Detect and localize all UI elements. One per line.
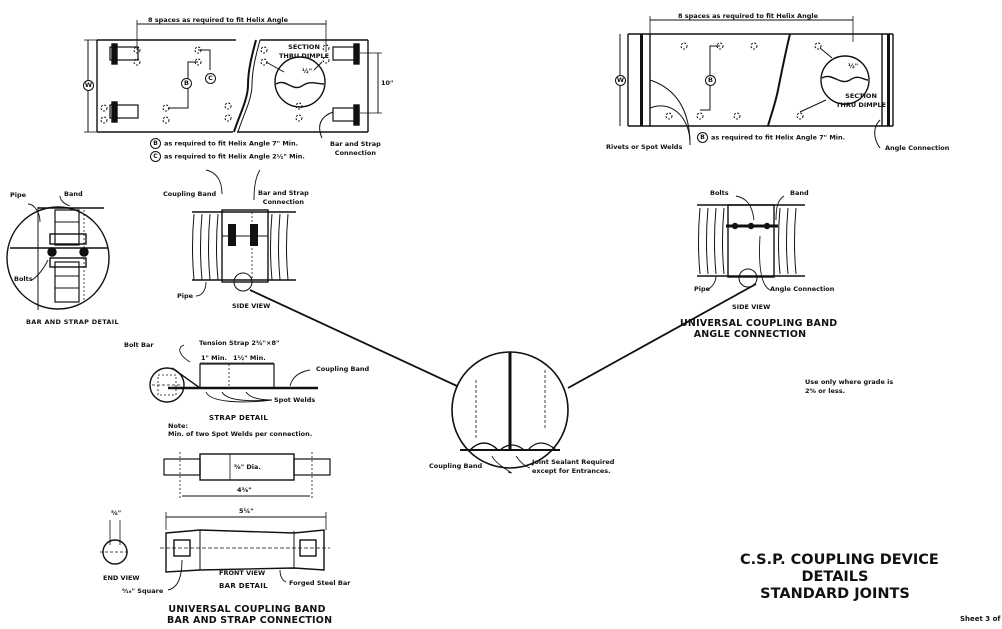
angle-connection-title: UNIVERSAL COUPLING BAND ANGLE CONNECTION: [680, 318, 838, 340]
strap-detail-drawing: [149, 344, 318, 403]
square-label: ⁹⁄₁₆" Square: [122, 587, 164, 595]
b-symbol-right: B: [705, 75, 716, 86]
bar-strap-detail-caption: BAR AND STRAP DETAIL: [26, 318, 119, 326]
bsc-line-2: Connection: [334, 148, 376, 157]
grade-note-line-2: 2% or less.: [805, 387, 846, 395]
sealant-line-2: except for Entrances.: [532, 467, 611, 475]
b-circle-icon: B: [697, 132, 708, 143]
section-label-right: SECTION THRU DIMPLE: [836, 93, 886, 108]
note-label: Note:: [168, 422, 189, 430]
joint-detail-circle: [451, 351, 569, 474]
strap-detail-caption: STRAP DETAIL: [209, 414, 269, 422]
bolt-bar-side-drawing: [163, 452, 331, 500]
sealant-line-1: Joint Sealant Required: [532, 458, 615, 466]
bar-title-line-1: UNIVERSAL COUPLING BAND: [168, 604, 326, 615]
bsc-side-line-2: Connection: [262, 197, 304, 206]
angle-plate: [619, 16, 894, 149]
dimple-dim-left: ½": [302, 67, 313, 75]
coupling-band-strap-label: Coupling Band: [316, 365, 370, 373]
forged-steel-label: Forged Steel Bar: [289, 579, 351, 587]
note-b-text: as required to fit Helix Angle 7" Min.: [164, 139, 299, 148]
section-line-1: SECTION: [288, 43, 320, 51]
dim-5-label: 5¼": [239, 507, 254, 515]
spot-welds-label: Spot Welds: [274, 396, 316, 404]
angle-connection-label-top: Angle Connection: [885, 144, 950, 152]
coupling-band-label: Coupling Band: [163, 190, 217, 198]
b-symbol-left: B: [181, 78, 192, 89]
bar-strap-connection-label: Bar and Strap Connection: [330, 141, 381, 156]
bar-detail-caption: BAR DETAIL: [219, 582, 268, 590]
title-line-3: STANDARD JOINTS: [760, 586, 910, 602]
width-symbol-right: W: [615, 75, 626, 86]
joint-sealant-label: Joint Sealant Required except for Entran…: [532, 458, 614, 476]
spacing-label-left: 8 spaces as required to fit Helix Angle: [148, 16, 288, 24]
bolts-angle-label: Bolts: [710, 189, 729, 197]
bar-detail-drawing: [100, 512, 330, 591]
bolt-bar-label: Bolt Bar: [124, 341, 154, 349]
end-dim-label: ⅝": [111, 509, 122, 517]
c-circle-icon: C: [150, 151, 161, 162]
note-c-text: as required to fit Helix Angle 2½" Min.: [164, 152, 305, 161]
dim-1-label: 1" Min.: [201, 354, 227, 362]
band-angle-label: Band: [790, 189, 809, 197]
side-view-caption: SIDE VIEW: [232, 302, 271, 310]
side-view-bar-strap: [192, 169, 296, 297]
section-label-left: SECTION THRU DIMPLE: [279, 44, 329, 59]
sheet-number: Sheet 3 of: [960, 615, 1001, 623]
section-line-2: THRU DIMPLE: [279, 51, 330, 60]
bar-strap-title: UNIVERSAL COUPLING BAND BAR AND STRAP CO…: [167, 604, 333, 626]
title-line-1: C.S.P. COUPLING DEVICE: [740, 552, 939, 568]
angle-title-line-1: UNIVERSAL COUPLING BAND: [680, 318, 838, 329]
dim-10-label: 10": [381, 79, 394, 87]
dim-4-label: 4⅜": [237, 486, 252, 494]
grade-note: Use only where grade is 2% or less.: [805, 378, 893, 396]
bar-title-line-2: BAR AND STRAP CONNECTION: [167, 615, 333, 626]
side-view-angle-caption: SIDE VIEW: [732, 303, 771, 311]
bar-strap-conn-side: Bar and Strap Connection: [258, 190, 309, 205]
b-circle-icon: B: [150, 138, 161, 149]
dim-2-label: 1½" Min.: [233, 354, 266, 362]
coupling-band-joint-label: Coupling Band: [429, 462, 483, 470]
bolts-label: Bolts: [14, 275, 33, 283]
c-symbol-left: C: [205, 73, 216, 84]
grade-note-line-1: Use only where grade is: [805, 378, 894, 386]
section-r-line-2: THRU DIMPLE: [836, 100, 887, 109]
width-symbol-left: W: [83, 80, 94, 91]
dimple-dim-right: ½": [848, 62, 859, 70]
section-r-line-1: SECTION: [845, 92, 877, 100]
tension-strap-label: Tension Strap 2¾"×8": [199, 339, 280, 347]
bar-strap-detail-circle: [6, 195, 110, 310]
pipe-angle-label: Pipe: [694, 285, 711, 293]
front-view-caption: FRONT VIEW: [219, 569, 266, 577]
bsc-side-line-1: Bar and Strap: [258, 189, 309, 197]
pipe-label: Pipe: [10, 191, 27, 199]
end-view-caption: END VIEW: [103, 574, 140, 582]
band-label: Band: [64, 190, 83, 198]
rivets-label: Rivets or Spot Welds: [606, 143, 683, 151]
note-b-right-text: as required to fit Helix Angle 7" Min.: [711, 133, 846, 142]
pipe-side-label: Pipe: [177, 292, 194, 300]
sheet-title: C.S.P. COUPLING DEVICE DETAILS STANDARD …: [740, 552, 939, 603]
title-line-2: DETAILS: [801, 569, 869, 585]
note-text: Min. of two Spot Welds per connection.: [168, 430, 313, 438]
bar-strap-plate: [84, 20, 382, 139]
bsc-line-1: Bar and Strap: [330, 140, 381, 148]
angle-connection-label: Angle Connection: [770, 285, 835, 293]
angle-title-line-2: ANGLE CONNECTION: [693, 329, 807, 340]
side-view-angle: [697, 195, 805, 291]
dia-label: ⅝" Dia.: [234, 463, 261, 471]
spacing-label-right: 8 spaces as required to fit Helix Angle: [678, 12, 818, 20]
